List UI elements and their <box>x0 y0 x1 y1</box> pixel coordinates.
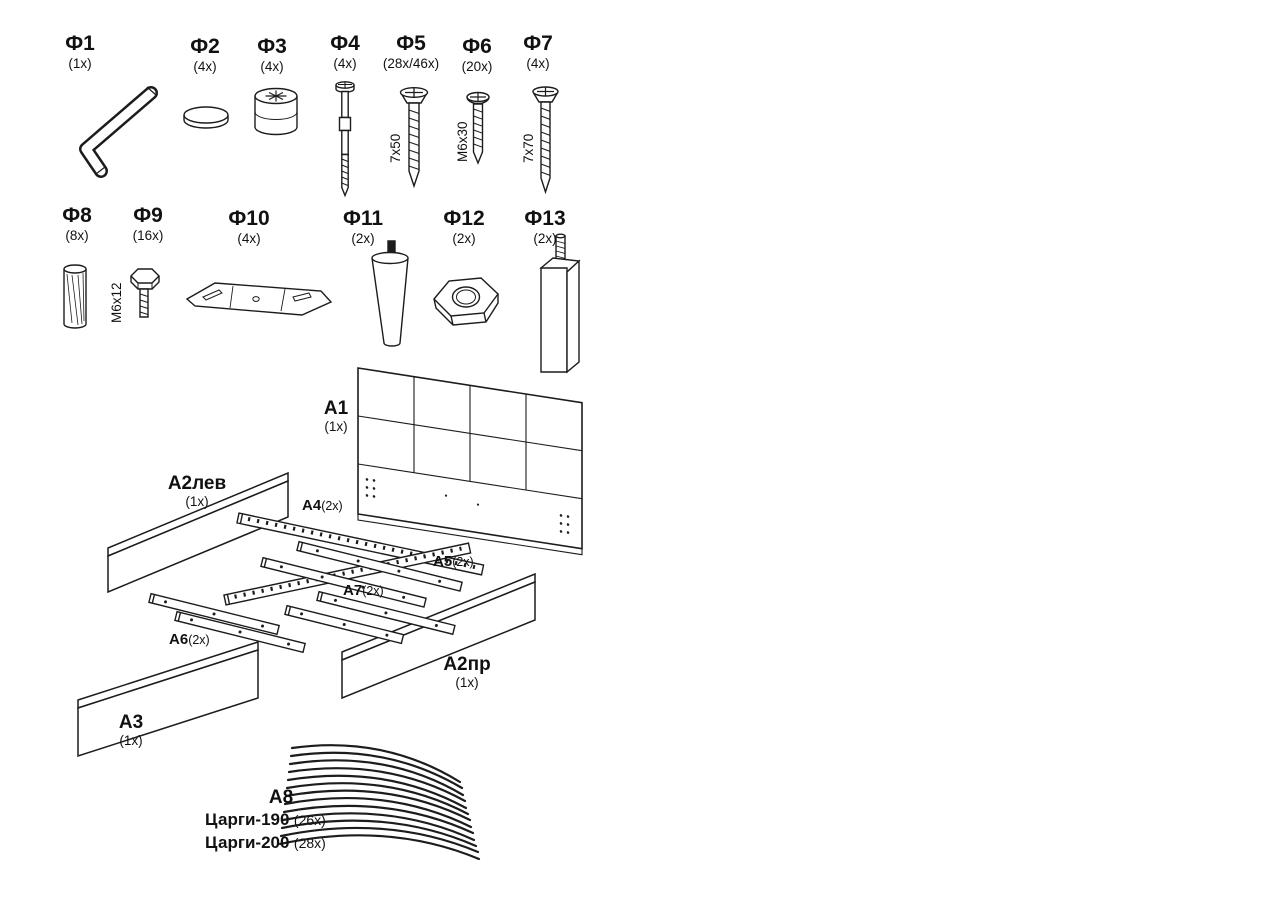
part-label-a3: A3 (1x) <box>119 713 143 748</box>
slat-count: (28x) <box>293 835 326 851</box>
screw-f7-icon <box>533 87 558 192</box>
part-label-a1: A1 (1x) <box>324 399 348 434</box>
part-count: (20x) <box>461 59 493 75</box>
part-id: А2пр <box>443 654 491 675</box>
hardware-label-f13: Ф13 (2x) <box>524 207 566 247</box>
slat-name: Царги-200 <box>205 833 290 852</box>
hardware-label-f5: Ф5 (28x/46x) <box>382 32 440 72</box>
slat-count: (26x) <box>293 812 326 828</box>
hardware-label-f7: Ф7 (4x) <box>523 32 553 72</box>
part-id: Ф11 <box>342 207 384 230</box>
hardware-label-f9: Ф9 (16x) <box>132 204 164 244</box>
part-id: Ф9 <box>133 204 163 227</box>
part-count: (4x) <box>237 231 261 247</box>
hardware-label-f10: Ф10 (4x) <box>228 207 270 247</box>
part-count: (4x) <box>526 56 550 72</box>
part-label-a2-right: А2пр (1x) <box>443 655 490 690</box>
hardware-label-f8: Ф8 (8x) <box>62 204 92 244</box>
bolt-size-label-f9: M6x12 <box>109 282 124 323</box>
part-count: (1x) <box>119 732 143 748</box>
bolt-f9-icon <box>131 269 159 317</box>
part-label-a2-left: А2лев (1x) <box>168 474 226 509</box>
rail-a7-drawing <box>285 606 404 644</box>
slat-label-200: Царги-200 (28x) <box>205 833 326 853</box>
part-count: (2x) <box>351 231 375 247</box>
part-count: (1x) <box>68 56 92 72</box>
part-id: Ф3 <box>257 35 287 58</box>
footboard-drawing <box>78 642 258 756</box>
part-id: A7 <box>343 582 363 599</box>
part-label-a7: A7(2x) <box>343 582 384 600</box>
slat-name: Царги-190 <box>205 810 290 829</box>
hardware-label-f11: Ф11 (2x) <box>342 207 384 247</box>
cap-icon <box>184 107 228 128</box>
part-label-a4: A4(2x) <box>302 497 343 515</box>
headboard-drawing <box>358 368 582 555</box>
part-label-a8: A8 <box>269 788 293 808</box>
part-count: (2x) <box>452 555 474 569</box>
part-count: (2x) <box>533 231 557 247</box>
part-id: A3 <box>118 712 144 733</box>
part-count: (2x) <box>452 231 476 247</box>
slat-stack-drawing <box>280 745 479 859</box>
part-count: (4x) <box>193 59 217 75</box>
dowel-icon <box>64 265 86 328</box>
screw-size-label-f7: 7x70 <box>521 133 536 163</box>
screw-f6-icon <box>467 93 489 164</box>
rail-a5-drawing <box>261 558 426 607</box>
allen-key-icon <box>86 87 156 174</box>
slat-label-190: Царги-190 (26x) <box>205 810 326 830</box>
part-count: (2x) <box>321 499 343 513</box>
part-label-a6: A6(2x) <box>169 631 210 649</box>
part-count: (16x) <box>132 228 164 244</box>
part-id: Ф7 <box>523 32 553 55</box>
screw-size-label-f5: 7x50 <box>388 133 403 163</box>
part-count: (2x) <box>188 633 210 647</box>
part-count: (8x) <box>65 228 89 244</box>
part-count: (1x) <box>455 674 479 690</box>
bracket-icon <box>187 283 331 315</box>
part-id: A6 <box>169 631 189 648</box>
hardware-label-f2: Ф2 (4x) <box>190 35 220 75</box>
part-id: Ф1 <box>65 32 95 55</box>
rail-a5-drawing <box>297 542 462 591</box>
hardware-label-f12: Ф12 (2x) <box>443 207 485 247</box>
side-panel-left-drawing <box>108 473 288 592</box>
screw-size-label-f6: M6x30 <box>455 121 470 162</box>
part-id: A5 <box>433 553 453 570</box>
part-id: Ф10 <box>228 207 270 230</box>
rail-a7-drawing <box>317 592 455 635</box>
part-id: Ф4 <box>330 32 360 55</box>
cam-lock-icon <box>255 89 297 135</box>
part-count: (1x) <box>324 418 348 434</box>
part-id: Ф12 <box>443 207 485 230</box>
part-id: A1 <box>323 398 349 419</box>
leg-round-icon <box>372 241 408 346</box>
part-id: Ф8 <box>62 204 92 227</box>
hardware-label-f6: Ф6 (20x) <box>461 35 493 75</box>
part-id: A8 <box>268 787 294 808</box>
part-id: Ф13 <box>524 207 566 230</box>
leg-square-icon <box>541 234 579 372</box>
part-count: (2x) <box>362 584 384 598</box>
part-label-a5: A5(2x) <box>433 553 474 571</box>
part-id: Ф6 <box>462 35 492 58</box>
rail-a6-drawing <box>149 594 279 635</box>
part-id: Ф5 <box>396 32 426 55</box>
screw-f5-icon <box>401 88 428 186</box>
hardware-label-f1: Ф1 (1x) <box>65 32 95 72</box>
rail-a6-drawing <box>175 612 305 653</box>
part-count: (4x) <box>260 59 284 75</box>
hex-nut-icon <box>434 278 498 325</box>
hardware-label-f3: Ф3 (4x) <box>257 35 287 75</box>
part-count: (4x) <box>333 56 357 72</box>
part-id: Ф2 <box>190 35 220 58</box>
part-count: (1x) <box>185 493 209 509</box>
bolt-f4-icon <box>336 82 354 196</box>
part-id: А2лев <box>167 473 227 494</box>
hardware-label-f4: Ф4 (4x) <box>330 32 360 72</box>
part-id: A4 <box>302 497 322 514</box>
part-count: (28x/46x) <box>382 56 440 72</box>
